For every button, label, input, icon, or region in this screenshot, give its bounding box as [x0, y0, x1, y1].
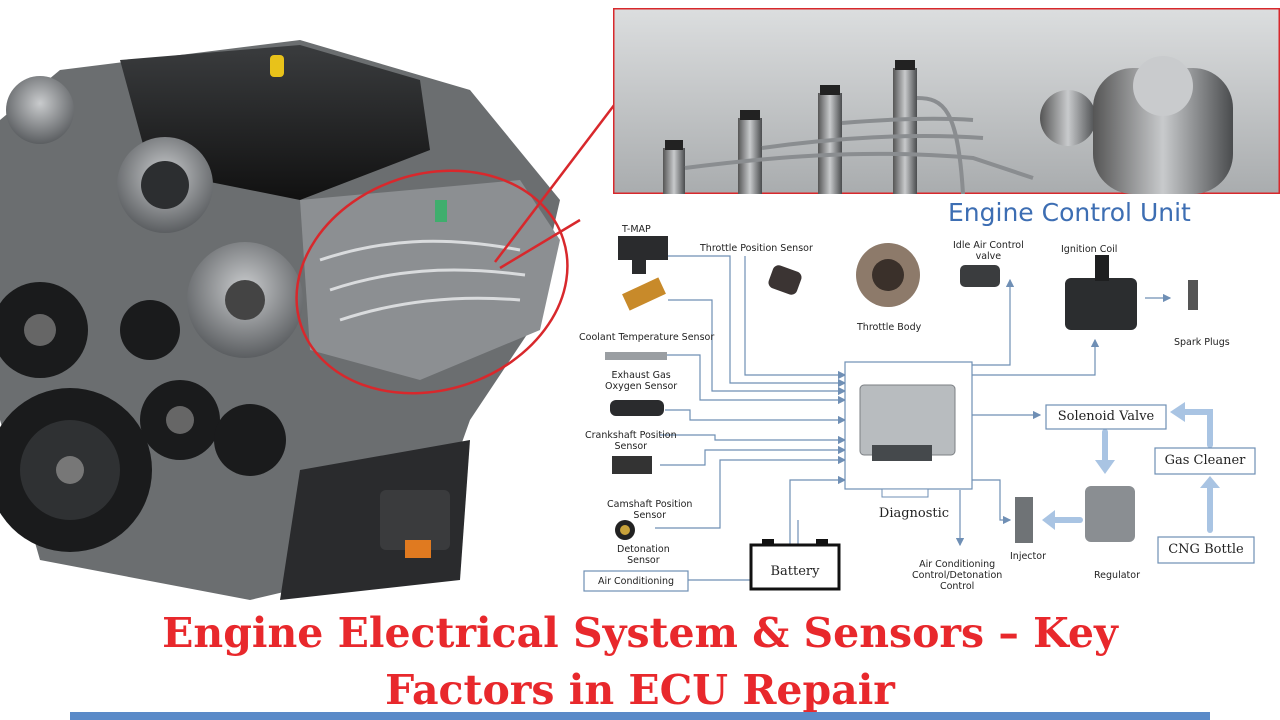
label-detonation-sensor: Detonation Sensor: [617, 544, 670, 566]
label-ac-control-line1: Air Conditioning: [919, 559, 996, 570]
label-exhaust-gas-line2: Oxygen Sensor: [605, 381, 678, 392]
label-camshaft-position-sensor: Camshaft Position Sensor: [607, 499, 692, 521]
label-detonation-line2: Sensor: [627, 555, 660, 566]
label-exhaust-gas-line1: Exhaust Gas: [611, 370, 671, 381]
label-ignition-coil: Ignition Coil: [1061, 244, 1118, 255]
label-coolant-temperature-sensor: Coolant Temperature Sensor: [579, 332, 715, 343]
label-regulator: Regulator: [1094, 570, 1140, 581]
label-gas-cleaner: Gas Cleaner: [1164, 453, 1246, 468]
headline: Engine Electrical System & Sensors – Key…: [60, 605, 1220, 719]
label-injector: Injector: [1010, 551, 1046, 562]
ecu-wiring-diagram: [583, 236, 1256, 592]
label-solenoid-valve: Solenoid Valve: [1057, 409, 1155, 424]
label-throttle-body: Throttle Body: [857, 322, 922, 333]
label-ac-control-line3: Control: [939, 581, 975, 592]
label-ac-control: Air Conditioning Control/Detonation Cont…: [912, 559, 1002, 592]
label-tmap: T-MAP: [622, 224, 651, 235]
label-camshaft-line2: Sensor: [633, 510, 666, 521]
label-detonation-line1: Detonation: [617, 544, 670, 555]
label-diagnostic: Diagnostic: [878, 506, 950, 521]
label-camshaft-line1: Camshaft Position: [607, 499, 693, 510]
label-throttle-position-sensor: Throttle Position Sensor: [700, 243, 813, 254]
label-crankshaft-line2: Sensor: [614, 441, 648, 452]
headline-line2: Factors in ECU Repair: [385, 666, 895, 714]
label-air-conditioning: Air Conditioning: [597, 576, 675, 587]
label-exhaust-gas-oxygen-sensor: Exhaust Gas Oxygen Sensor: [605, 370, 677, 392]
label-ac-control-line2: Control/Detonation: [912, 570, 1003, 581]
headline-line1: Engine Electrical System & Sensors – Key: [162, 609, 1118, 657]
label-cng-bottle: CNG Bottle: [1168, 542, 1244, 557]
label-spark-plugs: Spark Plugs: [1174, 337, 1230, 348]
label-crankshaft-position-sensor: Crankshaft Position Sensor: [585, 430, 677, 452]
label-idle-air-control-line1: Idle Air Control: [953, 240, 1024, 251]
engine-photo: [0, 40, 619, 600]
label-crankshaft-line1: Crankshaft Position: [585, 430, 677, 441]
label-idle-air-control-line2: valve: [975, 251, 1002, 262]
diagram-title: Engine Control Unit: [948, 198, 1191, 227]
injector-closeup-photo: [613, 8, 1280, 194]
label-idle-air-control: Idle Air Control valve: [953, 240, 1024, 262]
bottom-accent-bar: [70, 712, 1210, 720]
label-battery: Battery: [770, 564, 820, 579]
